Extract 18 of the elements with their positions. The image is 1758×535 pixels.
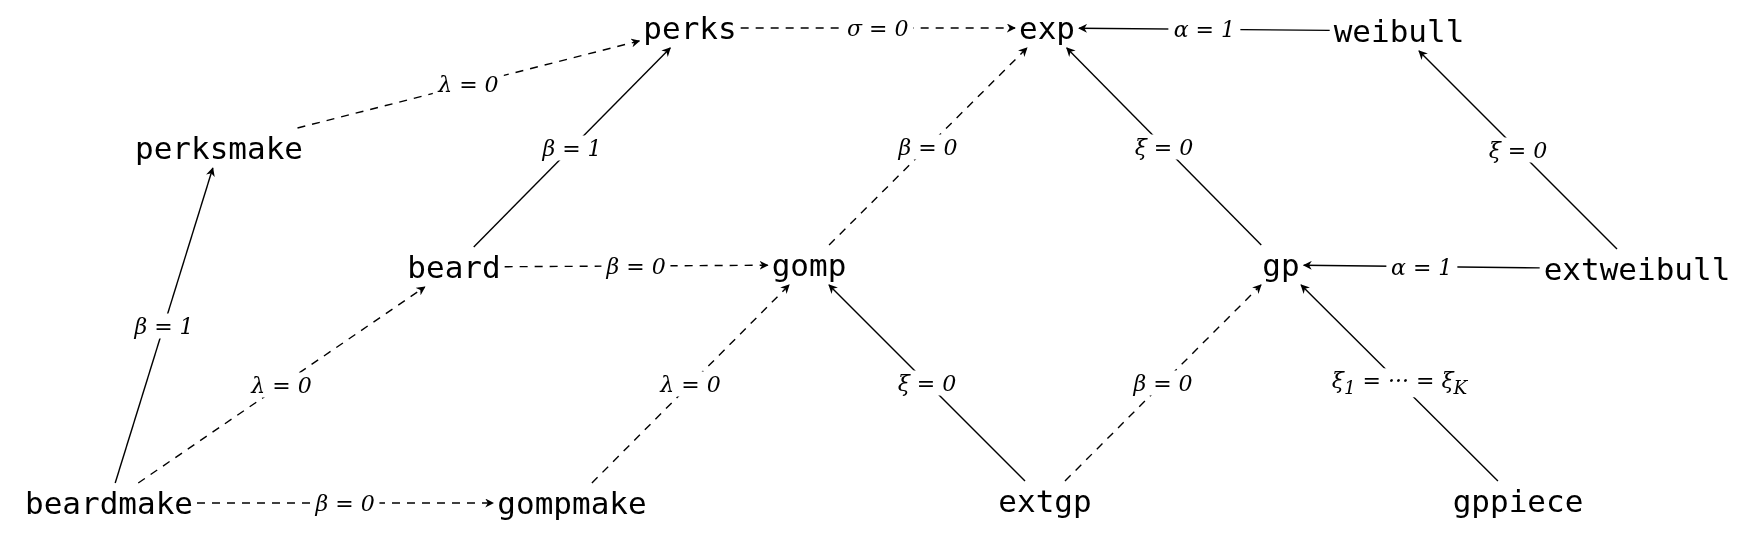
node-label: extgp bbox=[994, 481, 1096, 521]
node-label: weibull bbox=[1329, 11, 1469, 51]
node-label: gp bbox=[1258, 245, 1304, 285]
dashed-arrow bbox=[137, 286, 426, 484]
dashed-arrow bbox=[591, 284, 790, 484]
dashed-arrow bbox=[1064, 284, 1262, 482]
node-label: extweibull bbox=[1539, 249, 1735, 289]
node-label: perks bbox=[639, 8, 741, 48]
node-label: gppiece bbox=[1448, 481, 1588, 521]
arrow bbox=[114, 167, 215, 484]
dashed-arrow bbox=[828, 47, 1028, 246]
node-label: beard bbox=[403, 247, 505, 287]
node-label: perksmake bbox=[131, 128, 307, 168]
node-label: beardmake bbox=[21, 483, 197, 523]
edge-label: λ = 0 bbox=[433, 71, 504, 97]
node-label: exp bbox=[1015, 8, 1079, 48]
node-label: gomp bbox=[767, 245, 851, 285]
node-label: gompmake bbox=[493, 483, 651, 523]
